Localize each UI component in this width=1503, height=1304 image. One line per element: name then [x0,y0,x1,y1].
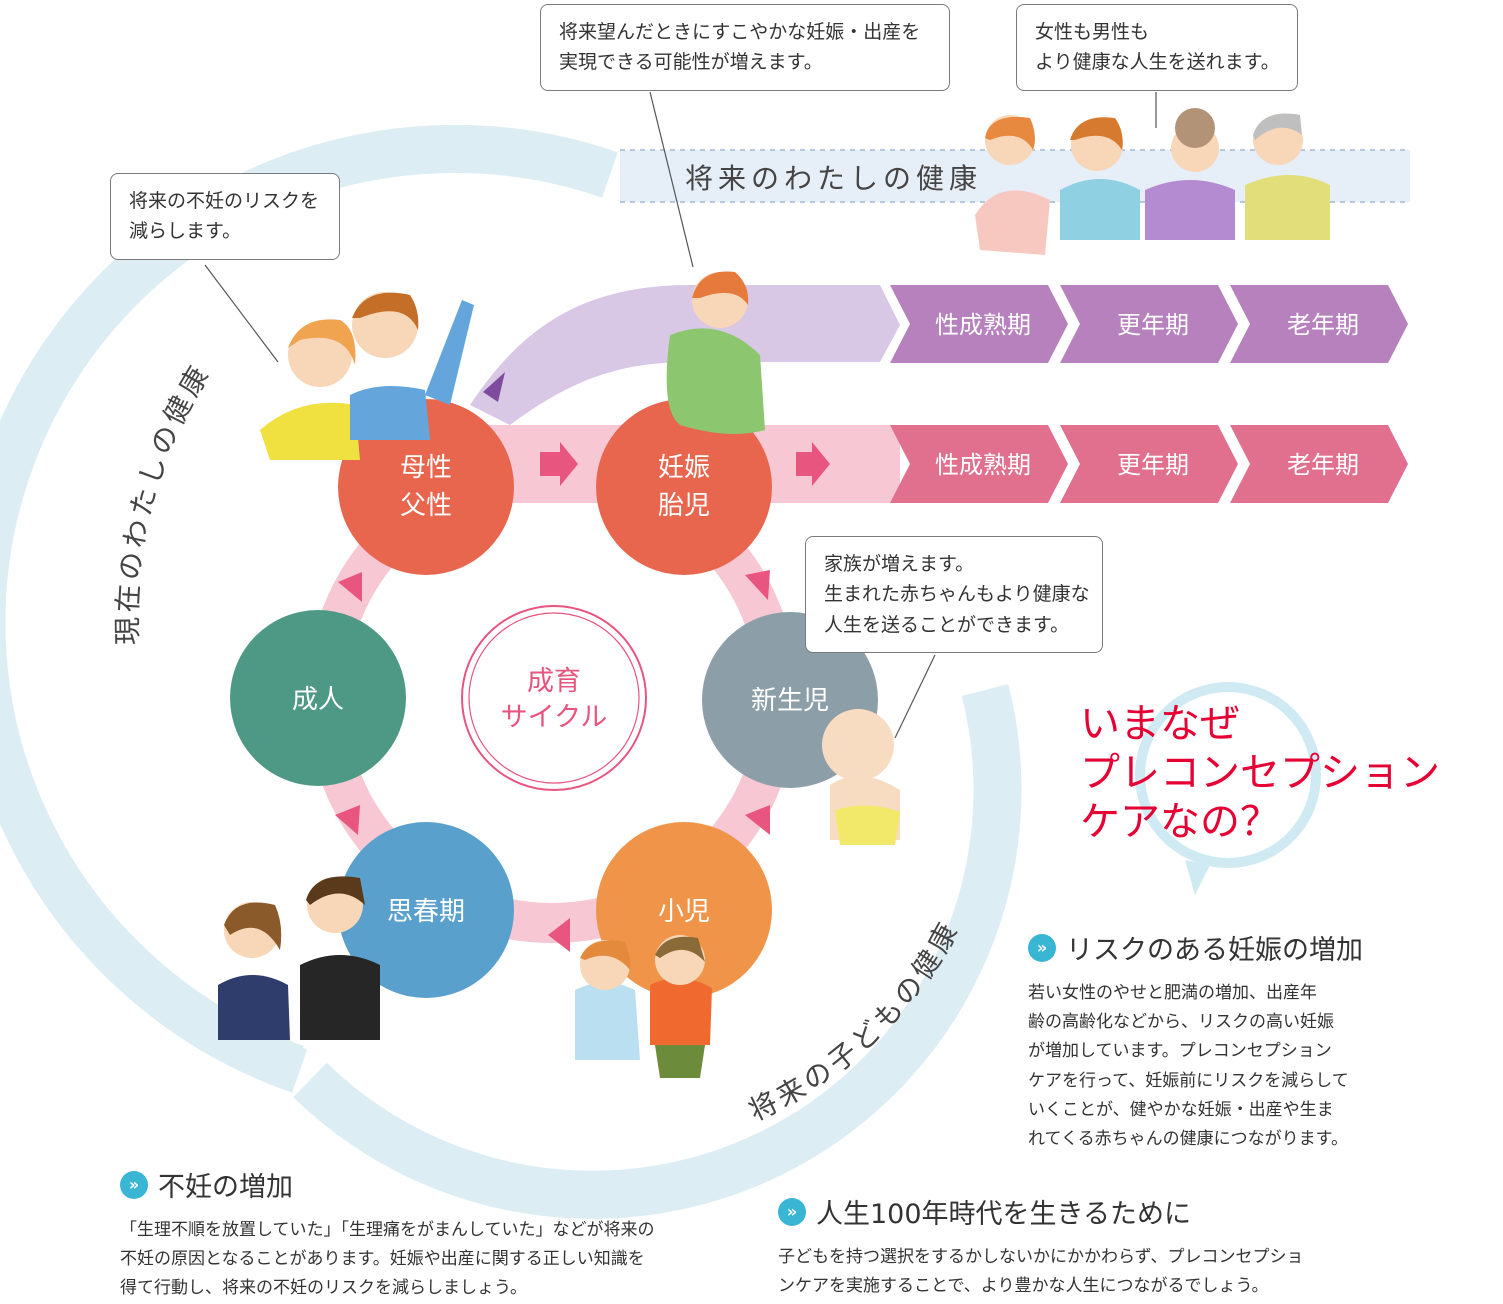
center-label-line-1: 成育 [527,666,581,697]
purple-chevron-label-0: 性成熟期 [935,311,1031,339]
arrow-pregnancy-to-band [796,442,830,486]
node-newborn-label: 新生児 [751,686,829,716]
section-infertility-line: 「生理不順を放置していた」「生理痛をがまんしていた」などが将来の [120,1220,655,1240]
pink-chevron-label-1: 更年期 [1117,451,1189,479]
section-risk-line: 若い女性のやせと肥満の増加、出産年 [1028,983,1317,1003]
node-pregnancy-line-1: 妊娠 [658,453,710,483]
callout-line: より健康な人生を送れます。 [1035,51,1280,74]
purple-chevron-label-2: 老年期 [1287,311,1359,339]
title-bubble [1135,682,1321,868]
callout-line: 減らします。 [129,220,242,243]
arrow-to-child [745,805,770,835]
callout-top-center: 将来望んだときにすこやかな妊娠・出産を 実現できる可能性が増えます。 [540,4,950,91]
section-infertility-line: 不妊の原因となることがあります。妊娠や出産に関する正しい知識を [120,1249,645,1270]
arrow-to-newborn [745,570,770,600]
arrow-parent-to-pregnancy [540,442,578,486]
callout-line: 家族が増えます。 [824,553,975,575]
baby-illustration [822,709,900,845]
section-century: » 人生100年時代を生きるために 子どもを持つ選択をするかしないかにかかわらず… [778,1192,1303,1301]
section-infertility-title: 不妊の増加 [158,1172,293,1203]
node-adult: 成人 [230,610,406,786]
callout-line: 生まれた赤ちゃんもより健康な [824,583,1090,606]
parents-illustration [260,292,474,460]
section-risk-line: いくことが、健やかな妊娠・出産や生ま [1028,1099,1334,1120]
section-risk-line: が増加しています。プレコンセプション [1028,1041,1332,1062]
purple-chevron-2 [1230,285,1408,363]
pink-chevron-2 [1230,425,1408,503]
node-pregnancy: 妊娠 胎児 [596,399,772,575]
double-chevron-icon: » [120,1170,148,1199]
growth-cycle-center: 成育 サイクル [461,605,647,791]
callout-line: 将来の不妊のリスクを [129,190,320,212]
section-infertility-line: 得て行動し、将来の不妊のリスクを減らしましょう。 [120,1278,527,1299]
purple-chevron-0 [890,285,1068,363]
callout-line: 将来望んだときにすこやかな妊娠・出産を [559,21,921,43]
section-risk-line: 齢の高齢化などから、リスクの高い妊娠 [1028,1012,1334,1033]
future-my-health-label: 将来のわたしの健康 [685,162,982,195]
node-parent: 母性 父性 [338,399,514,575]
section-risk: » リスクのある妊娠の増加 若い女性のやせと肥満の増加、出産年 齢の高齢化などか… [1028,928,1363,1154]
double-chevron-icon: » [1028,933,1056,962]
node-adult-label: 成人 [292,685,344,715]
double-chevron-icon: » [778,1197,806,1226]
section-risk-title: リスクのある妊娠の増加 [1066,935,1363,966]
callout-line: 人生を送ることができます。 [824,613,1070,636]
section-century-line: 子どもを持つ選択をするかしないかにかかわらず、プレコンセプショ [778,1247,1304,1267]
arrow-to-parent [338,572,362,602]
current-my-health-label: 現在のわたしの健康 [111,358,217,646]
callout-left: 将来の不妊のリスクを 減らします。 [110,173,340,260]
node-child-label: 小児 [658,897,710,927]
callout-connectors [204,91,1157,739]
section-risk-line: れてくる赤ちゃんの健康につながります。 [1028,1129,1348,1150]
center-label-line-2: サイクル [501,702,608,733]
outer-health-ring [0,124,1022,1219]
title-bubble-tail [1185,860,1210,895]
section-century-line: ンケアを実施することで、より豊かな人生につながるでしょう。 [778,1276,1269,1297]
node-parent-line-1: 母性 [400,453,452,483]
cycle-arrows [335,442,830,952]
pregnant-woman-illustration [666,271,765,434]
callout-top-right: 女性も男性も より健康な人生を送れます。 [1016,4,1298,91]
pink-chevron-label-0: 性成熟期 [935,451,1031,479]
arrow-to-adolescence [548,918,570,952]
purple-lifestage-chevrons: 性成熟期 更年期 老年期 [890,285,1408,363]
node-adolescence-label: 思春期 [387,897,465,927]
section-infertility: » 不妊の増加 「生理不順を放置していた」「生理痛をがまんしていた」などが将来の… [120,1165,654,1304]
pink-chevron-0 [890,425,1068,503]
section-risk-line: ケアを行って、妊娠前にリスクを減らして [1028,1070,1349,1091]
purple-up-arrow [483,372,505,402]
pink-chevron-1 [1060,425,1238,503]
main-title: いまなぜ プレコンセプション ケアなの？ [1080,700,1440,846]
pink-lifestage-chevrons: 性成熟期 更年期 老年期 [890,425,1408,503]
family-generations-illustration [975,108,1330,255]
main-title-line-2: プレコンセプション [1080,749,1440,796]
children-illustration [575,935,712,1078]
pink-chevron-label-2: 老年期 [1287,451,1359,479]
callout-line: 実現できる可能性が増えます。 [559,51,823,74]
section-century-title: 人生100年時代を生きるために [816,1199,1191,1230]
node-pregnancy-line-2: 胎児 [658,491,710,521]
purple-chevron-label-1: 更年期 [1117,311,1189,339]
main-title-line-1: いまなぜ [1080,701,1240,747]
purple-chevron-1 [1060,285,1238,363]
arrow-to-adult [335,805,360,835]
callout-middle-right: 家族が増えます。 生まれた赤ちゃんもより健康な 人生を送ることができます。 [805,536,1103,654]
node-parent-line-2: 父性 [400,491,452,521]
students-illustration [218,876,380,1040]
node-child: 小児 [596,822,772,998]
main-title-line-3: ケアなの？ [1080,798,1280,845]
node-adolescence: 思春期 [338,822,514,998]
callout-line: 女性も男性も [1035,21,1150,43]
